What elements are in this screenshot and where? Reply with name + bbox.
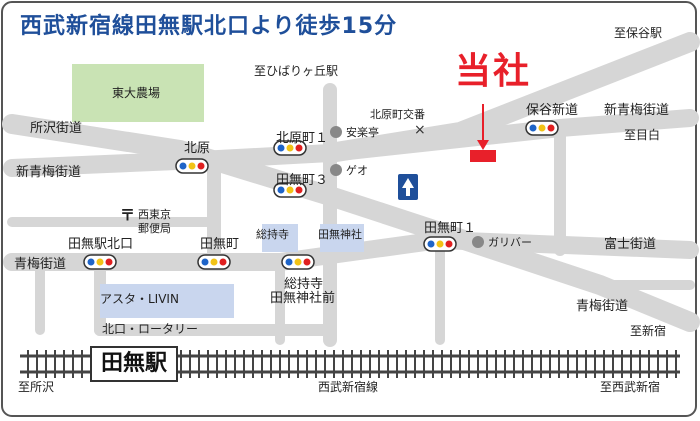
police-box-icon: × [414, 122, 426, 138]
label-to-mejiro: 至目白 [624, 128, 661, 142]
todai-farm-area [72, 64, 204, 122]
traffic-signal-icon [423, 236, 457, 252]
label-to-tokorozawa: 至所沢 [18, 380, 55, 394]
signal-label-hoya-shindo: 保谷新道 [526, 103, 579, 118]
traffic-signal-icon [83, 254, 117, 270]
company-marker [470, 150, 496, 162]
company-arrow-head [477, 140, 489, 150]
geo-dot [330, 164, 342, 176]
label-post-office-2: 郵便局 [138, 222, 171, 235]
signal-label-kitaguchi: 田無駅北口 [68, 237, 134, 252]
label-ome-kaido-right: 青梅街道 [576, 299, 629, 314]
label-asta-livin: アスタ・LIVIN [100, 292, 179, 306]
post-office-icon: 〒 [120, 206, 136, 224]
label-post-office-1: 西東京 [138, 208, 171, 221]
ankoutei-dot [330, 126, 342, 138]
label-geo: ゲオ [346, 164, 368, 177]
signal-label-kitahara: 北原 [184, 141, 211, 156]
asta-livin-area [100, 284, 234, 318]
signal-label-soujiji-2: 田無神社前 [270, 291, 336, 306]
tanashi-shrine-area [320, 224, 364, 252]
traffic-signals [83, 120, 559, 270]
traffic-signal-icon [525, 120, 559, 136]
signal-label-tanashicho: 田無町 [200, 237, 240, 252]
traffic-signal-icon [273, 182, 307, 198]
label-police-box: 北原町交番 [370, 108, 425, 121]
label-gulliver: ガリバー [488, 236, 532, 249]
station-label: 田無駅 [90, 346, 178, 382]
map-title: 西武新宿線田無駅北口より徒歩15分 [20, 14, 398, 39]
signal-label-tanashi-1: 田無町１ [424, 221, 477, 236]
label-seibu-shinjuku-line: 西武新宿線 [318, 380, 379, 394]
road-to-hoya [320, 32, 700, 163]
soujiji-area [262, 224, 298, 252]
label-todai-farm: 東大農場 [112, 86, 161, 100]
label-rotary: 北口・ロータリー [102, 322, 199, 336]
gulliver-dot [472, 236, 484, 248]
signal-label-tanashi-3: 田無町３ [276, 173, 329, 188]
label-tanashi-shrine: 田無神社 [318, 228, 362, 241]
signal-label-kitahara-1: 北原町１ [276, 131, 329, 146]
label-soujiji: 総持寺 [256, 228, 289, 241]
traffic-signal-icon [197, 254, 231, 270]
traffic-signal-icon [175, 158, 209, 174]
signal-label-soujiji-1: 総持寺 [284, 277, 324, 292]
traffic-signal-icon [281, 254, 315, 270]
one-way-arrow-icon [402, 178, 414, 196]
label-ankoutei: 安楽亭 [346, 126, 379, 139]
label-shin-ome-left: 新青梅街道 [16, 165, 82, 180]
company-label: 当社 [455, 51, 532, 92]
label-to-seibu-shinjuku: 至西武新宿 [600, 380, 661, 394]
label-tokorozawa-kaido: 所沢街道 [30, 121, 83, 136]
label-ome-kaido-left: 青梅街道 [14, 257, 67, 272]
traffic-signal-icon [273, 140, 307, 156]
road-network [2, 32, 700, 347]
label-shin-ome-right: 新青梅街道 [604, 103, 670, 118]
label-to-hoya: 至保谷駅 [614, 26, 663, 40]
road-tokorozawa-kaido [2, 114, 700, 332]
label-fuji-kaido: 富士街道 [604, 237, 657, 252]
label-to-hibarigaoka: 至ひばりヶ丘駅 [254, 64, 339, 78]
label-to-shinjuku: 至新宿 [630, 324, 667, 338]
